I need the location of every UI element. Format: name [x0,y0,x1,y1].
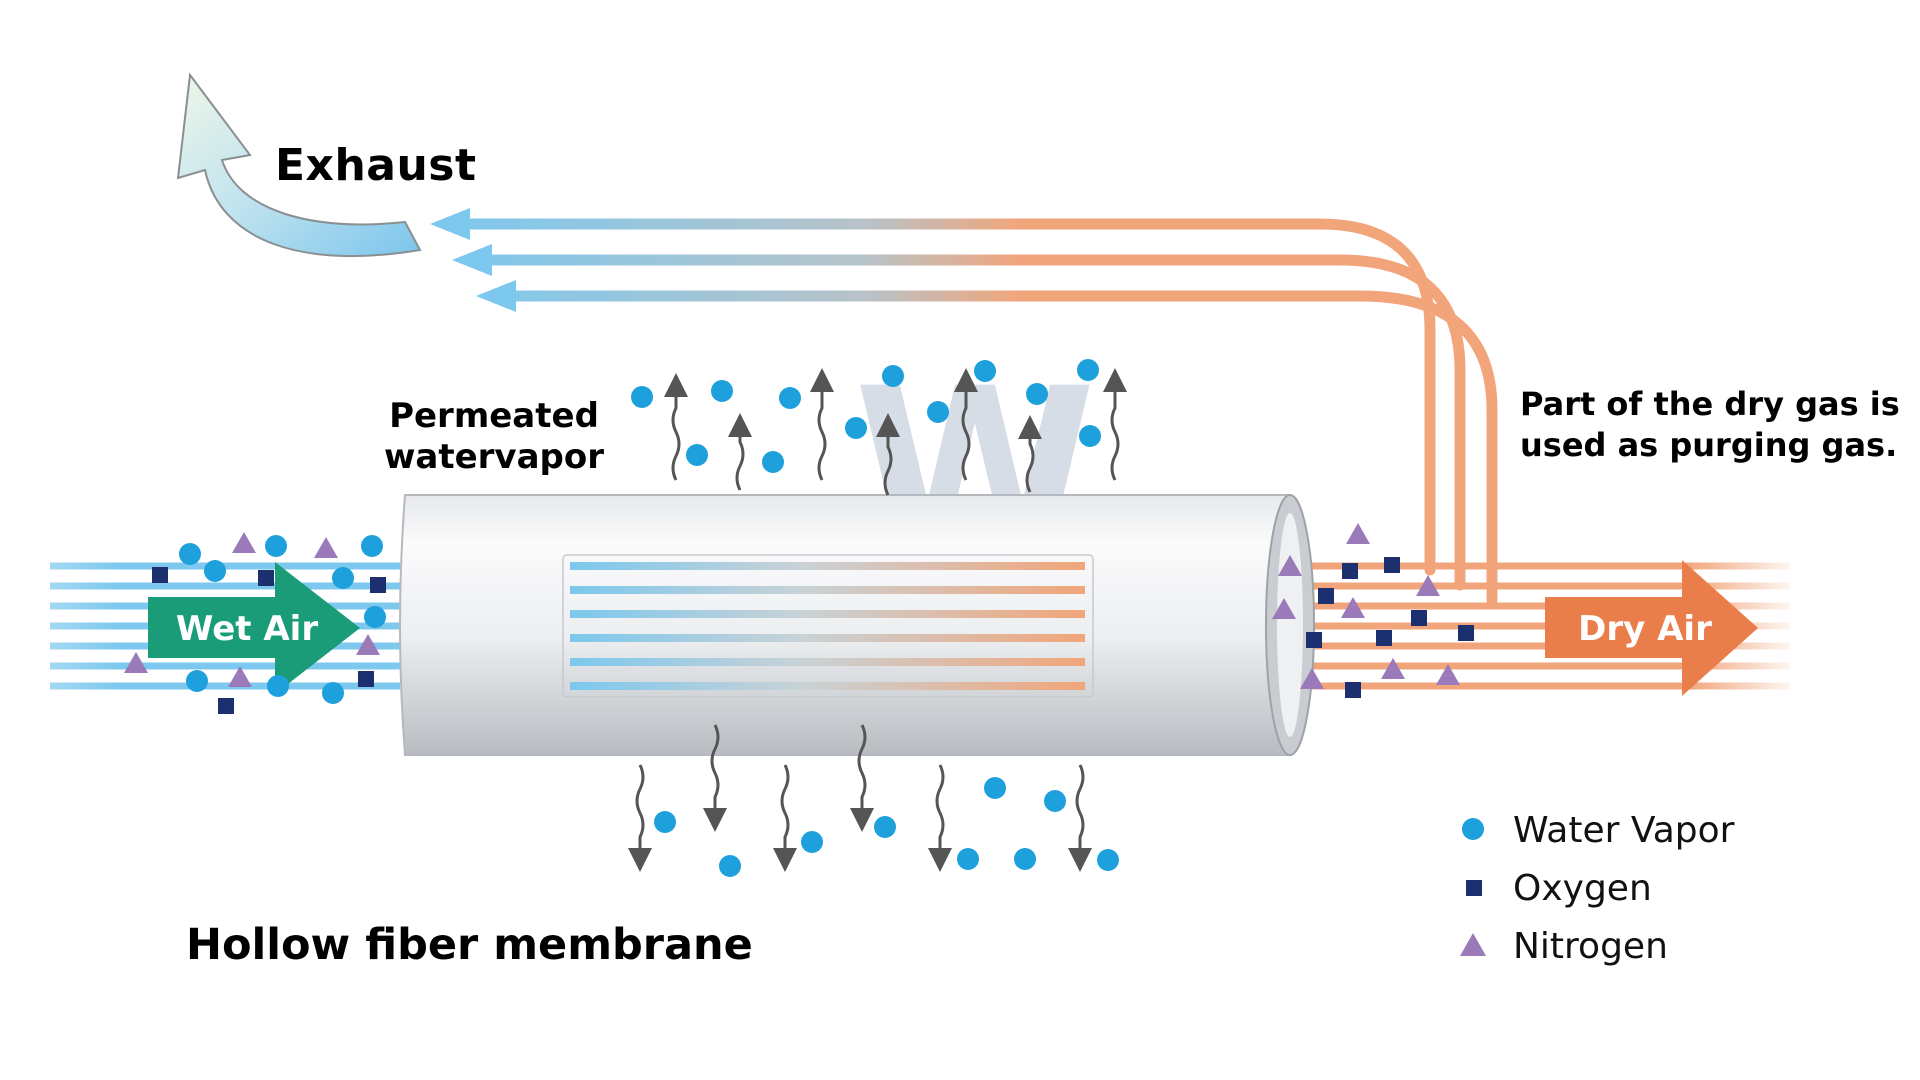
fiber-bundle-outline [562,554,1094,698]
purge-arrowheads [430,208,516,312]
nitrogen-molecules [124,523,1460,689]
nitrogen-legend-icon [1460,933,1486,956]
exhaust-arrow [176,72,422,257]
legend-label: Water Vapor [1513,810,1735,851]
diagram-title: Hollow fiber membrane [186,920,753,970]
wet-air-arrow: Wet Air [148,562,360,694]
exhaust-label: Exhaust [275,140,477,191]
wet-air-label: Wet Air [176,609,318,649]
water-vapor-molecules [179,359,1119,877]
dry-air-arrow: Dry Air [1545,560,1758,696]
permeated-watervapor-label: Permeated watervapor [372,396,616,478]
legend-label: Oxygen [1513,868,1652,909]
oxygen-molecules [152,557,1474,714]
oxygen-legend-icon [1466,880,1482,896]
permeated-line-1: Permeated [389,396,599,436]
legend-label: Nitrogen [1513,926,1668,967]
purge-line-2: used as purging gas. [1520,426,1898,464]
permeation-arrows [628,368,1127,872]
wet-air-stream [50,562,400,690]
water-vapor-legend-icon [1462,818,1484,840]
dry-air-label: Dry Air [1578,609,1712,649]
permeated-line-2: watervapor [383,437,604,477]
purge-flow-lines [449,218,1498,606]
purging-gas-note: Part of the dry gas is used as purging g… [1520,384,1900,466]
membrane-tube [399,494,1315,756]
purge-line-1: Part of the dry gas is [1520,385,1900,423]
hollow-fibers [570,562,1085,690]
